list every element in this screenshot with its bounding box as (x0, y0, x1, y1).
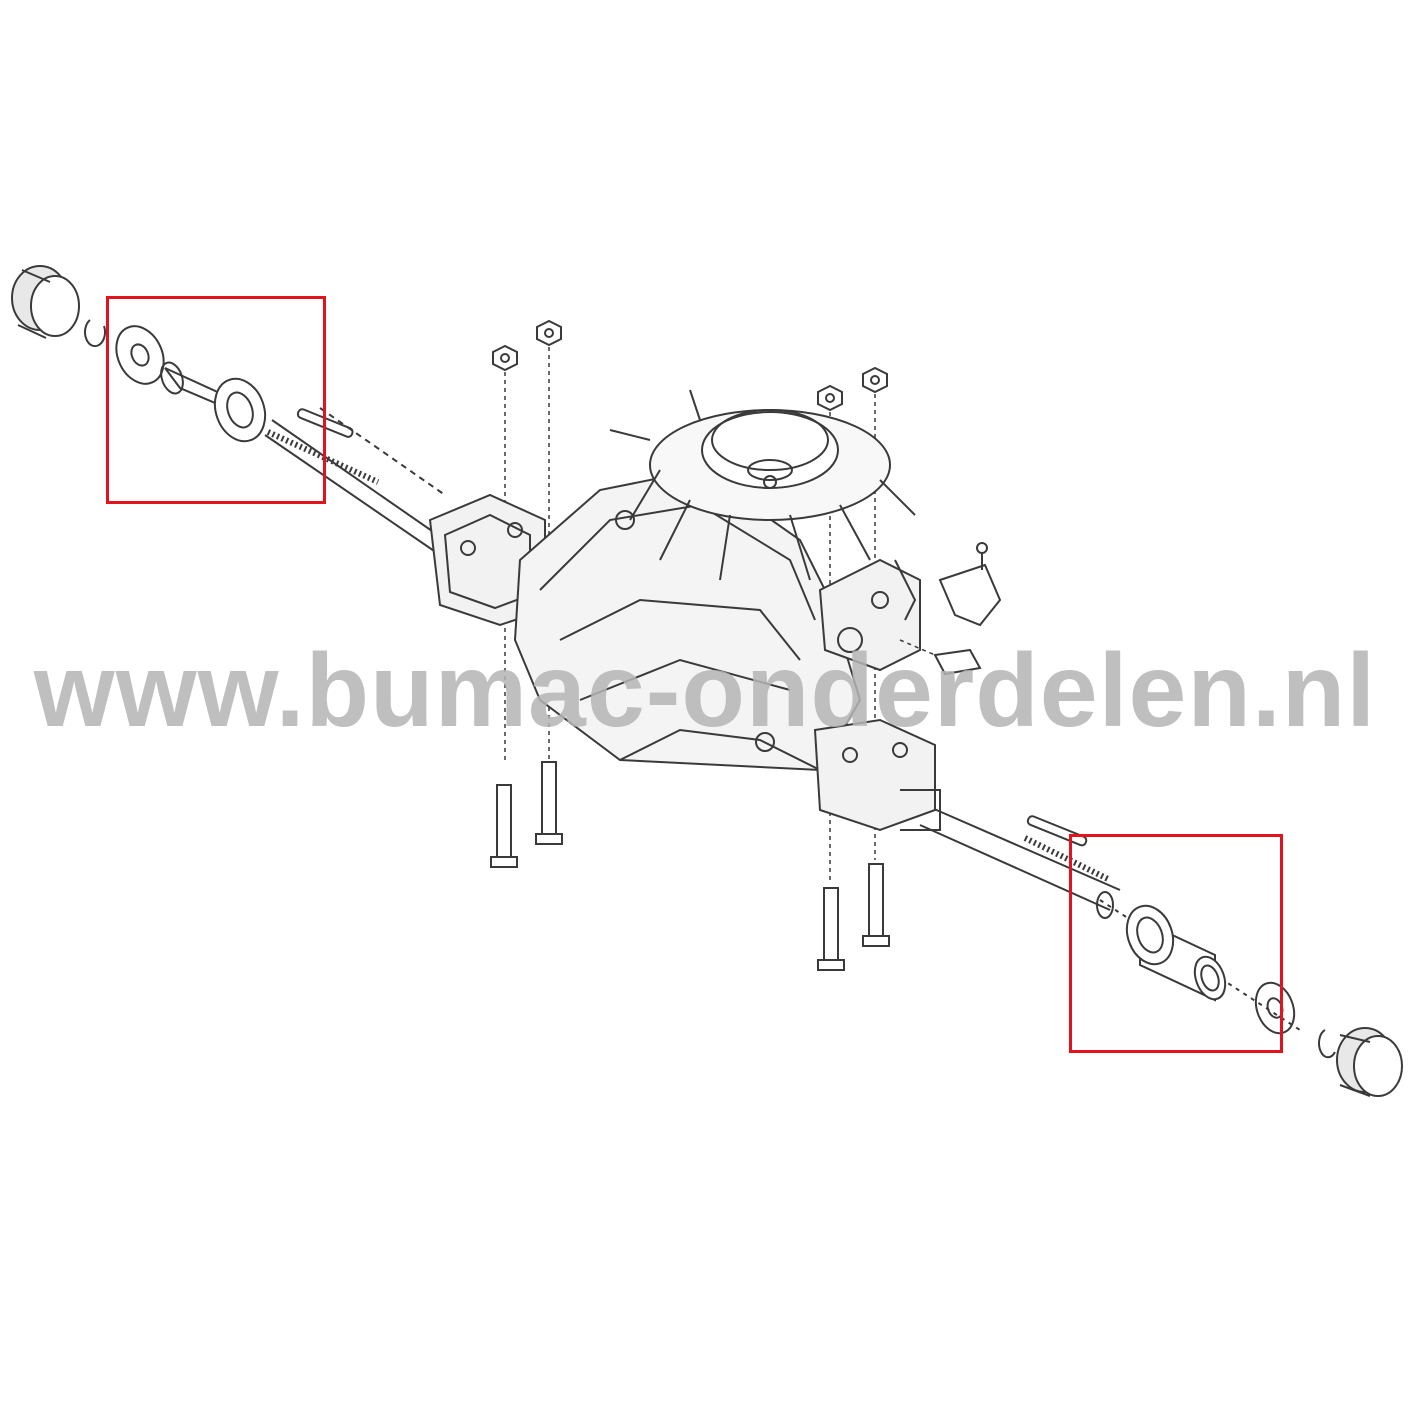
bolt-2 (535, 761, 563, 845)
control-lever-assembly (818, 558, 921, 672)
bolt-1 (490, 784, 518, 868)
right-hub-bushing (1125, 904, 1227, 1002)
sensor-switch (938, 542, 1002, 627)
left-hub-bushing (160, 361, 267, 443)
small-bracket (899, 639, 982, 676)
highlight-box-left (106, 296, 326, 504)
right-retaining-clip (1318, 1029, 1336, 1059)
highlight-box-right (1069, 834, 1283, 1053)
drive-pulley (701, 409, 839, 489)
watermark-text: www.bumac-onderdelen.nl (33, 633, 1377, 749)
left-end-cap (11, 265, 80, 339)
bolt-3 (817, 887, 845, 971)
left-washer (115, 325, 165, 385)
right-end-cap (1336, 1027, 1403, 1097)
right-key-pin (1023, 815, 1114, 919)
left-axle-shaft (264, 407, 446, 556)
transaxle-housing (428, 468, 941, 832)
bolt-4 (862, 863, 890, 947)
left-retaining-clip (84, 319, 107, 348)
